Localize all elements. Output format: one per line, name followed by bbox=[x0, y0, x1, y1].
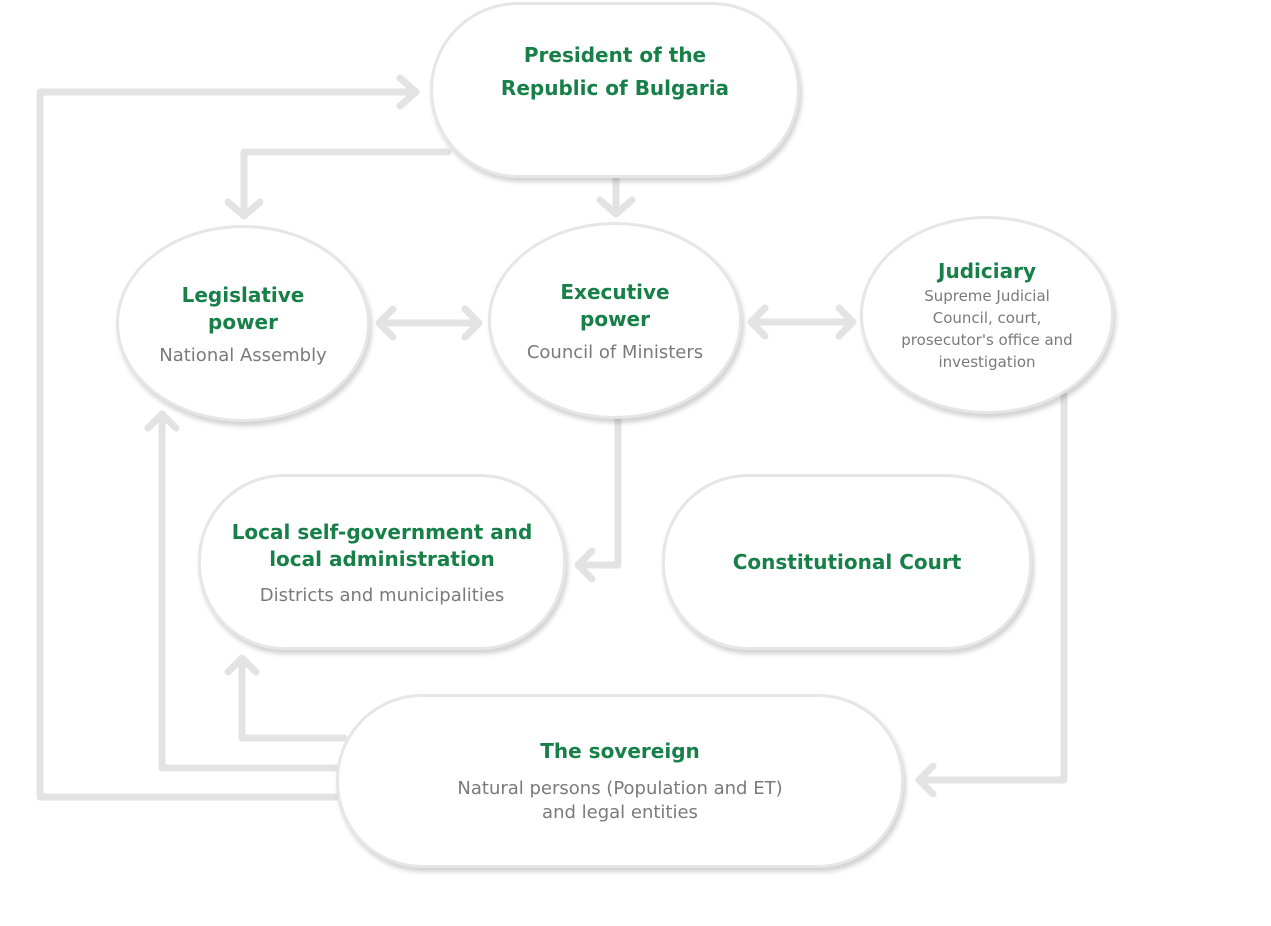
arrowhead-sovereign-right bbox=[915, 762, 937, 798]
node-president: President of the Republic of Bulgaria bbox=[430, 2, 800, 178]
arrowhead-president bbox=[396, 74, 420, 110]
connector-sovereign-to-local bbox=[238, 656, 348, 742]
node-sovereign: The sovereign Natural persons (Populatio… bbox=[336, 694, 904, 868]
node-constitutional-court: Constitutional Court bbox=[662, 474, 1032, 650]
node-legislative-power: Legislative power National Assembly bbox=[116, 225, 370, 422]
judiciary-subtitle-line-2: Council, court, bbox=[932, 309, 1042, 327]
legislative-subtitle: National Assembly bbox=[159, 344, 327, 366]
arrowhead-legislative-top bbox=[224, 198, 264, 220]
judiciary-subtitle-line-1: Supreme Judicial bbox=[924, 287, 1050, 305]
local-title-line-1: Local self-government and bbox=[231, 519, 533, 544]
judiciary-subtitle-line-3: prosecutor's office and bbox=[901, 331, 1073, 349]
arrowhead-judiciary-left bbox=[835, 304, 857, 340]
local-title-line-2: local administration bbox=[269, 546, 495, 571]
executive-title-line-1: Executive bbox=[560, 279, 670, 304]
local-subtitle: Districts and municipalities bbox=[259, 584, 505, 606]
connector-judiciary-to-sovereign bbox=[916, 391, 1068, 784]
executive-title-line-2: power bbox=[580, 306, 650, 331]
arrowhead-legislative-bottom bbox=[144, 410, 180, 432]
arrowhead-legislative-side bbox=[375, 305, 397, 341]
judiciary-subtitle-line-4: investigation bbox=[938, 353, 1036, 371]
sovereign-subtitle-line-2: and legal entities bbox=[542, 801, 698, 823]
president-title-line-2: Republic of Bulgaria bbox=[500, 76, 730, 100]
arrowhead-executive-right bbox=[747, 304, 769, 340]
constitutional-court-title: Constitutional Court bbox=[732, 549, 962, 574]
connector-executive-to-local bbox=[576, 416, 622, 569]
legislative-title-line-1: Legislative bbox=[181, 282, 305, 307]
connector-sovereign-to-president bbox=[36, 88, 416, 801]
connector-president-to-legislative bbox=[240, 148, 452, 216]
arrowhead-local-bottom bbox=[224, 654, 260, 676]
node-local-self-government: Local self-government and local administ… bbox=[198, 474, 566, 650]
sovereign-title: The sovereign bbox=[540, 738, 700, 763]
arrowhead-executive-left bbox=[461, 305, 483, 341]
connector-sovereign-to-legislative bbox=[158, 412, 344, 772]
judiciary-title: Judiciary bbox=[938, 259, 1036, 283]
executive-subtitle: Council of Ministers bbox=[526, 341, 704, 363]
sovereign-subtitle-line-1: Natural persons (Population and ET) bbox=[457, 777, 783, 799]
node-judiciary: Judiciary Supreme Judicial Council, cour… bbox=[860, 216, 1114, 414]
president-title-line-1: President of the bbox=[523, 43, 707, 67]
arrowhead-executive-top bbox=[596, 196, 636, 218]
legislative-title-line-2: power bbox=[208, 309, 278, 334]
arrowhead-local-right bbox=[574, 547, 596, 583]
node-executive-power: Executive power Council of Ministers bbox=[488, 222, 742, 419]
